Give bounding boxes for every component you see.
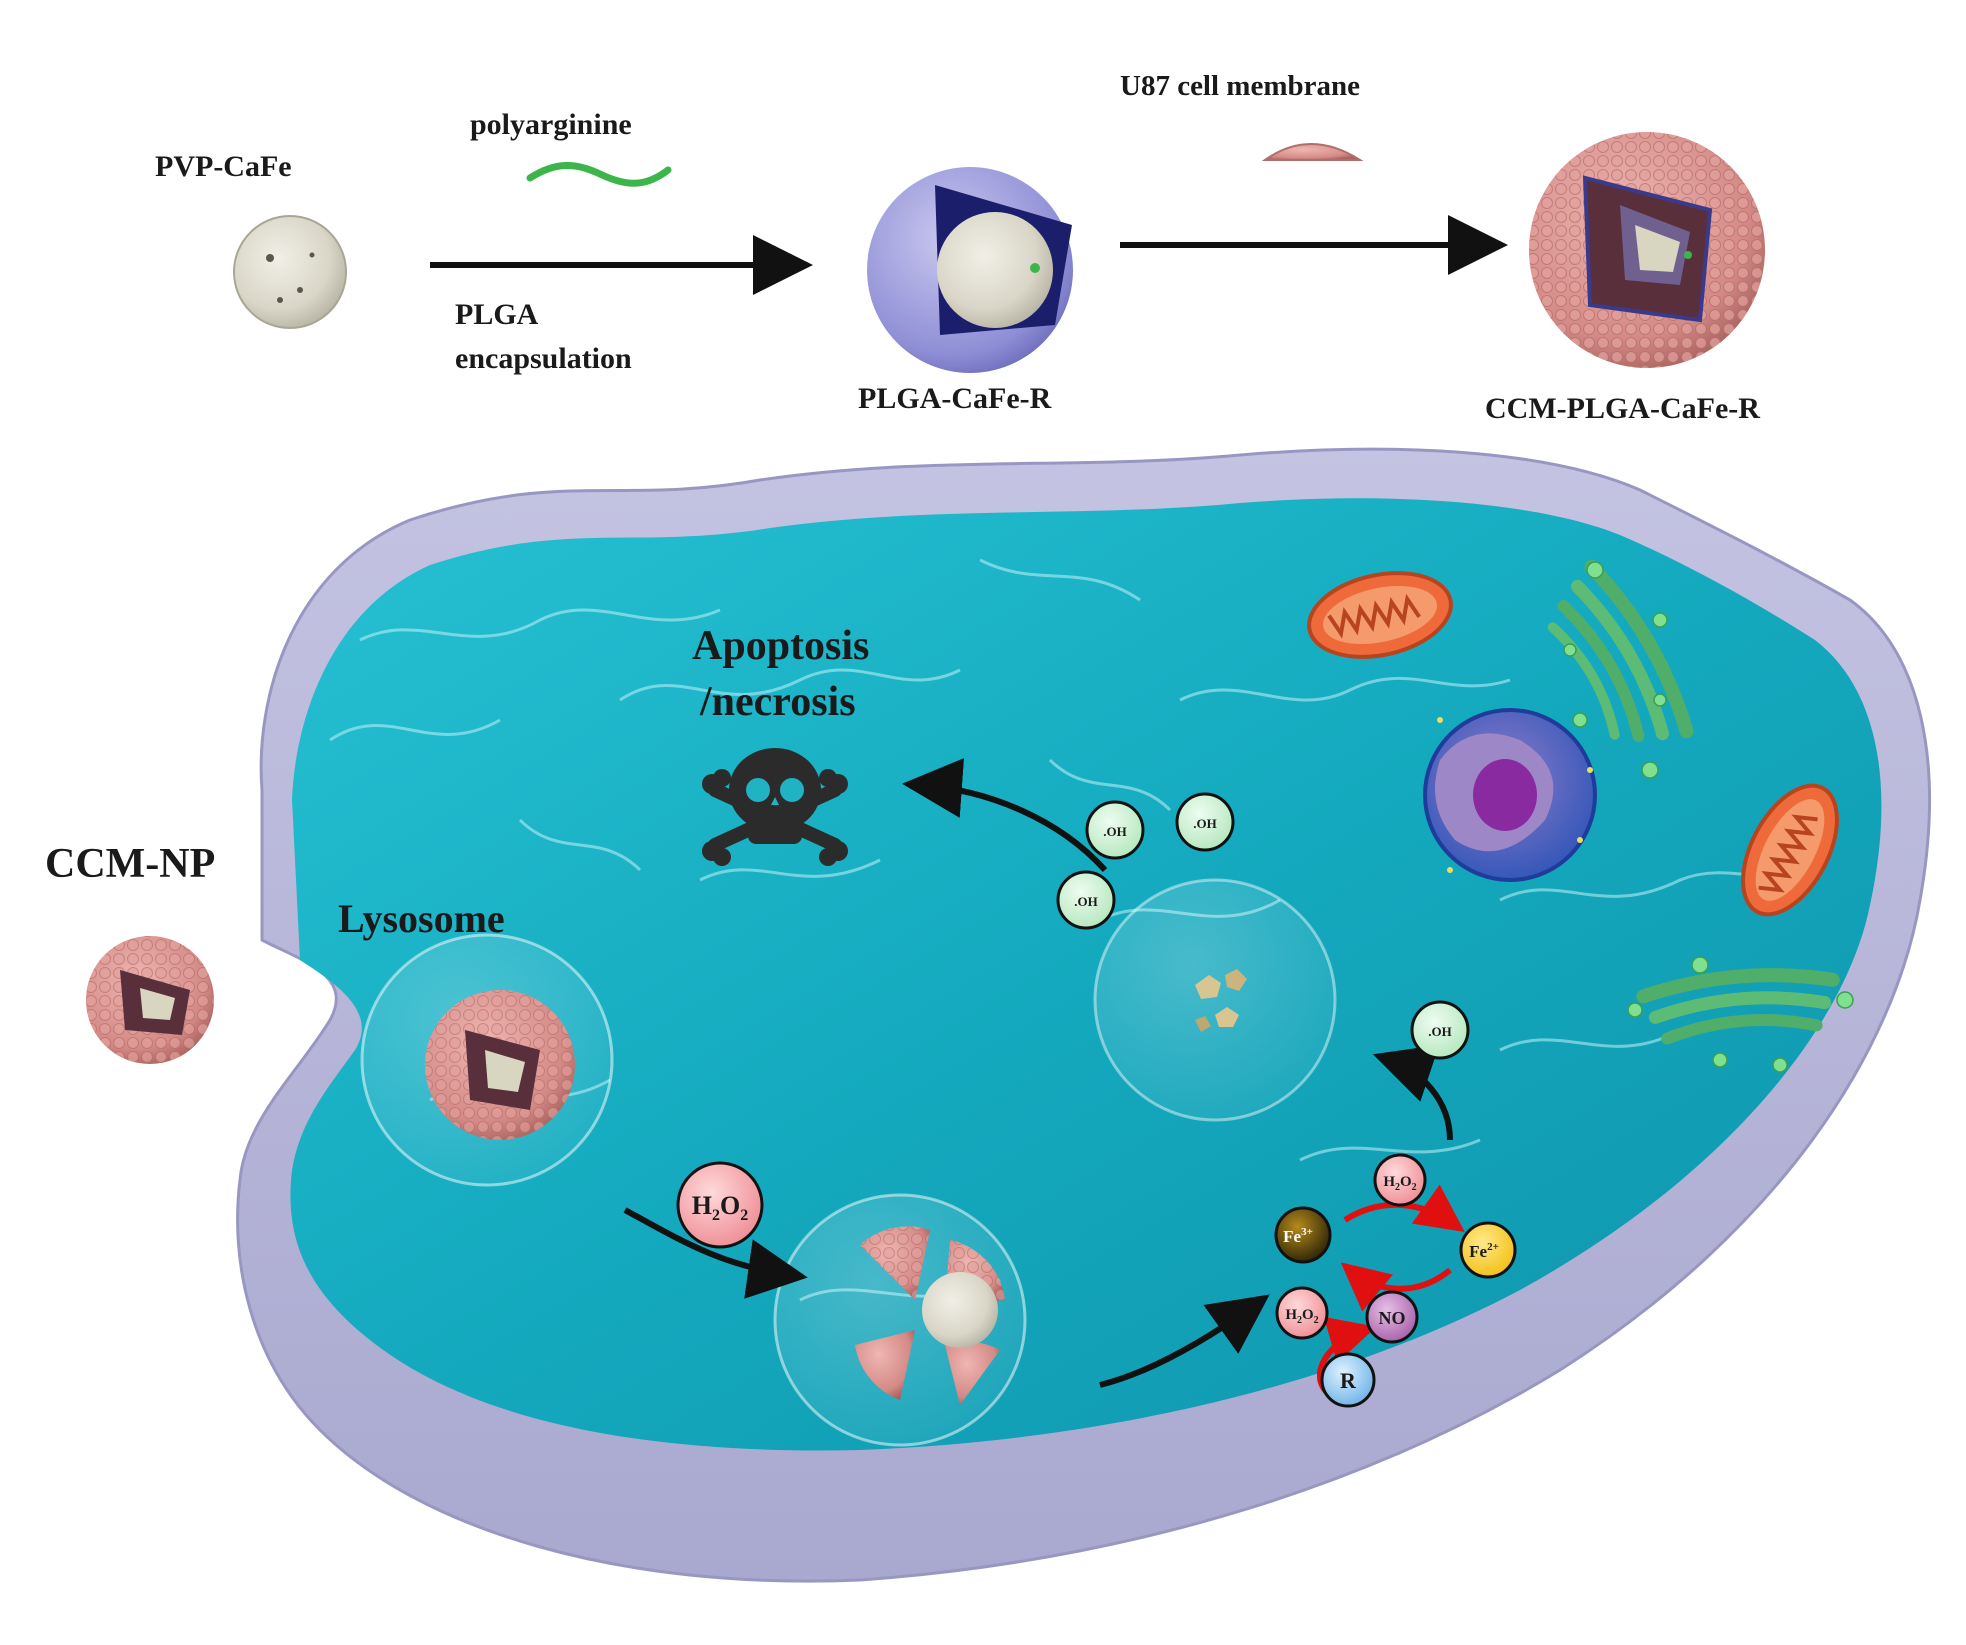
polyarginine-r-molecule: R [1320, 1352, 1376, 1408]
arrow-fenton-to-oh [1372, 1044, 1453, 1141]
hydroxyl-molecule-4: .OH [1410, 1000, 1470, 1060]
svg-text:H2O2: H2O2 [692, 1191, 748, 1224]
plga-encapsulation-label-line1: PLGA [455, 298, 539, 331]
u87-membrane-fragment [1261, 143, 1364, 161]
svg-text:.OH: .OH [1428, 1024, 1451, 1039]
svg-text:H2O2: H2O2 [1383, 1174, 1416, 1193]
golgi-apparatus-2 [1636, 968, 1840, 1045]
hydroxyl-molecule-1: .OH [1085, 800, 1145, 860]
ccm-np-label: CCM-NP [45, 841, 216, 887]
nucleus [1423, 708, 1597, 882]
fe3-ion: Fe3+ [1274, 1206, 1332, 1264]
golgi-apparatus-1 [1547, 559, 1694, 742]
svg-text:.OH: .OH [1103, 824, 1126, 839]
apoptosis-label-line1: Apoptosis [692, 623, 870, 669]
golgi-vesicles-1 [1563, 561, 1668, 779]
mitochondrion-1 [1307, 571, 1453, 659]
u87-cell-membrane-label: U87 cell membrane [1120, 70, 1360, 102]
mitochondrion-2 [1741, 783, 1839, 917]
polyarginine-label: polyarginine [470, 108, 632, 141]
plga-encapsulation-label-line2: encapsulation [455, 342, 632, 375]
arrow-fe2-to-fe3 [1340, 1262, 1452, 1312]
golgi-vesicles-2 [1627, 956, 1854, 1073]
ccm-plga-cafe-r-label: CCM-PLGA-CaFe-R [1485, 392, 1760, 425]
svg-text:Fe3+: Fe3+ [1283, 1226, 1313, 1246]
arrow-lysosome-to-fenton [1099, 1294, 1270, 1388]
ccm-np-outside [86, 936, 214, 1064]
arrow-h2o2-to-lysosome [623, 1207, 808, 1299]
svg-text:.OH: .OH [1193, 816, 1216, 831]
pvp-cafe-label: PVP-CaFe [155, 150, 292, 183]
svg-text:.OH: .OH [1074, 894, 1097, 909]
arrow-oh-to-death [902, 758, 1108, 873]
necrosis-label-line2: /necrosis [700, 679, 856, 725]
svg-text:NO: NO [1379, 1308, 1406, 1328]
plga-cafe-r-particle [867, 167, 1073, 373]
lysosome-label: Lysosome [338, 896, 505, 941]
h2o2-molecule-large: H2O2 [676, 1161, 764, 1249]
lysosome-3 [1093, 878, 1337, 1122]
lysosome-2 [773, 1193, 1027, 1447]
ccm-plga-cafe-r-particle [1529, 132, 1765, 368]
pvp-cafe-particle [233, 215, 347, 329]
h2o2-molecule-small-bottom: H2O2 [1275, 1286, 1329, 1340]
hydroxyl-molecule-3: .OH [1056, 870, 1116, 930]
plga-cafe-r-label: PLGA-CaFe-R [858, 382, 1052, 415]
lysosome-1 [360, 933, 614, 1187]
no-molecule: NO [1365, 1290, 1419, 1344]
svg-text:R: R [1340, 1368, 1357, 1393]
svg-text:Fe2+: Fe2+ [1469, 1241, 1499, 1261]
h2o2-molecule-small-top: H2O2 [1373, 1153, 1427, 1207]
hydroxyl-molecule-2: .OH [1175, 792, 1235, 852]
fe2-ion: Fe2+ [1459, 1221, 1517, 1279]
polyarginine-strand [526, 161, 672, 187]
svg-text:H2O2: H2O2 [1285, 1307, 1318, 1326]
skull-crossbones-icon [702, 748, 848, 866]
